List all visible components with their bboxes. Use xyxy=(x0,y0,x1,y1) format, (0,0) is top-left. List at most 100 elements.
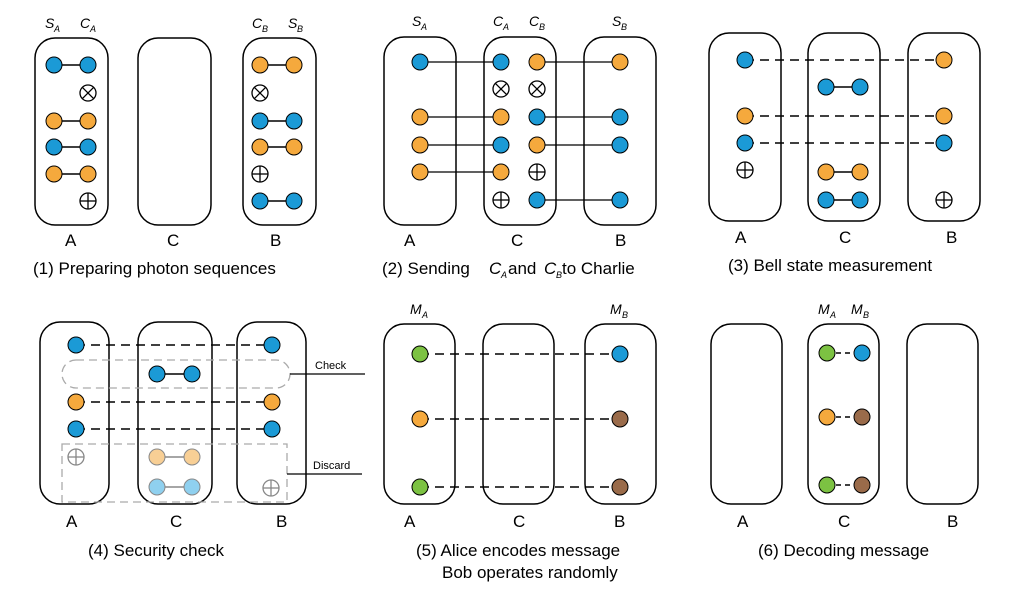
svg-text:C: C xyxy=(80,15,91,31)
seq-label-CA: C A xyxy=(493,13,509,32)
label-A: A xyxy=(404,231,416,250)
svg-text:B: B xyxy=(863,310,869,320)
seq-label-SA: S A xyxy=(412,13,427,32)
photon-orange xyxy=(411,410,429,428)
photon-blue xyxy=(817,78,835,96)
photon-blue xyxy=(67,420,85,438)
svg-text:S: S xyxy=(612,13,622,29)
svg-text:A: A xyxy=(421,310,428,320)
svg-text:A: A xyxy=(420,22,427,32)
photon-green xyxy=(411,345,429,363)
svg-text:A: A xyxy=(53,24,60,34)
photon-brown xyxy=(853,476,871,494)
svg-text:A: A xyxy=(89,24,96,34)
label-A: A xyxy=(735,228,747,247)
seq-label-SA: S A xyxy=(45,15,60,34)
label-C: C xyxy=(838,512,850,531)
photon-green xyxy=(818,344,836,362)
oplus-icon xyxy=(528,163,546,181)
photon-orange xyxy=(528,53,546,71)
photon-blue xyxy=(79,138,97,156)
otimes-icon xyxy=(492,80,510,98)
box-C xyxy=(137,37,212,226)
photon-orange xyxy=(251,138,269,156)
label-C: C xyxy=(167,231,179,250)
seq-label-CB: C B xyxy=(252,15,268,34)
photon-brown xyxy=(853,408,871,426)
label-A: A xyxy=(66,512,78,531)
svg-text:and: and xyxy=(508,259,536,278)
oplus-icon xyxy=(262,479,280,497)
label-B: B xyxy=(946,228,957,247)
otimes-icon xyxy=(79,84,97,102)
svg-text:C: C xyxy=(529,13,540,29)
svg-text:C: C xyxy=(493,13,504,29)
photon-blue xyxy=(853,344,871,362)
seq-label-MA: M A xyxy=(410,301,428,320)
box-A xyxy=(383,323,456,505)
photon-orange-faded xyxy=(183,448,201,466)
box-A xyxy=(710,323,783,505)
box-B xyxy=(906,323,979,505)
caption: (2) Sending C A and C B to Charlie xyxy=(382,259,635,280)
svg-text:(2) Sending: (2) Sending xyxy=(382,259,470,278)
photon-blue xyxy=(935,134,953,152)
box-C xyxy=(807,323,880,505)
photon-green xyxy=(411,478,429,496)
svg-text:B: B xyxy=(622,310,628,320)
oplus-icon xyxy=(251,165,269,183)
svg-text:B: B xyxy=(556,270,562,280)
photon-blue xyxy=(251,112,269,130)
seq-label-MB: M B xyxy=(851,301,869,320)
label-B: B xyxy=(276,512,287,531)
photon-blue xyxy=(45,56,63,74)
seq-label-CA: C A xyxy=(80,15,96,34)
svg-text:B: B xyxy=(539,22,545,32)
photon-blue xyxy=(528,108,546,126)
photon-orange xyxy=(736,107,754,125)
caption-line-2: Bob operates randomly xyxy=(442,563,618,582)
seq-label-CB: C B xyxy=(529,13,545,32)
photon-blue xyxy=(851,191,869,209)
photon-orange xyxy=(411,136,429,154)
box-C xyxy=(483,36,557,226)
svg-text:A: A xyxy=(500,270,507,280)
photon-orange xyxy=(67,393,85,411)
seq-label-MA: M A xyxy=(818,301,836,320)
oplus-icon xyxy=(492,191,510,209)
label-C: C xyxy=(839,228,851,247)
otimes-icon xyxy=(528,80,546,98)
photon-orange xyxy=(818,408,836,426)
seq-label-SB: S B xyxy=(288,15,303,34)
photon-orange xyxy=(285,56,303,74)
photon-blue xyxy=(45,138,63,156)
label-C: C xyxy=(513,512,525,531)
svg-text:S: S xyxy=(412,13,422,29)
box-B xyxy=(583,36,657,226)
photon-blue xyxy=(411,53,429,71)
photon-orange xyxy=(411,163,429,181)
photon-blue-faded xyxy=(148,478,166,496)
photon-blue xyxy=(851,78,869,96)
svg-text:S: S xyxy=(288,15,298,31)
photon-blue xyxy=(285,192,303,210)
photon-orange xyxy=(851,163,869,181)
panel-1: S A C A C B S B xyxy=(33,15,317,278)
photon-blue xyxy=(148,365,166,383)
label-B: B xyxy=(614,512,625,531)
box-A xyxy=(708,32,782,222)
box-A xyxy=(34,37,109,226)
photon-orange xyxy=(251,56,269,74)
photon-blue xyxy=(492,136,510,154)
photon-blue xyxy=(817,191,835,209)
photon-orange xyxy=(45,165,63,183)
photon-orange xyxy=(411,108,429,126)
label-A: A xyxy=(737,512,749,531)
panel-3: A C B (3) Bell state measurement xyxy=(708,32,981,275)
photon-blue xyxy=(611,345,629,363)
box-B xyxy=(236,321,307,505)
box-C xyxy=(482,323,555,505)
photon-orange xyxy=(79,165,97,183)
photon-blue xyxy=(492,53,510,71)
